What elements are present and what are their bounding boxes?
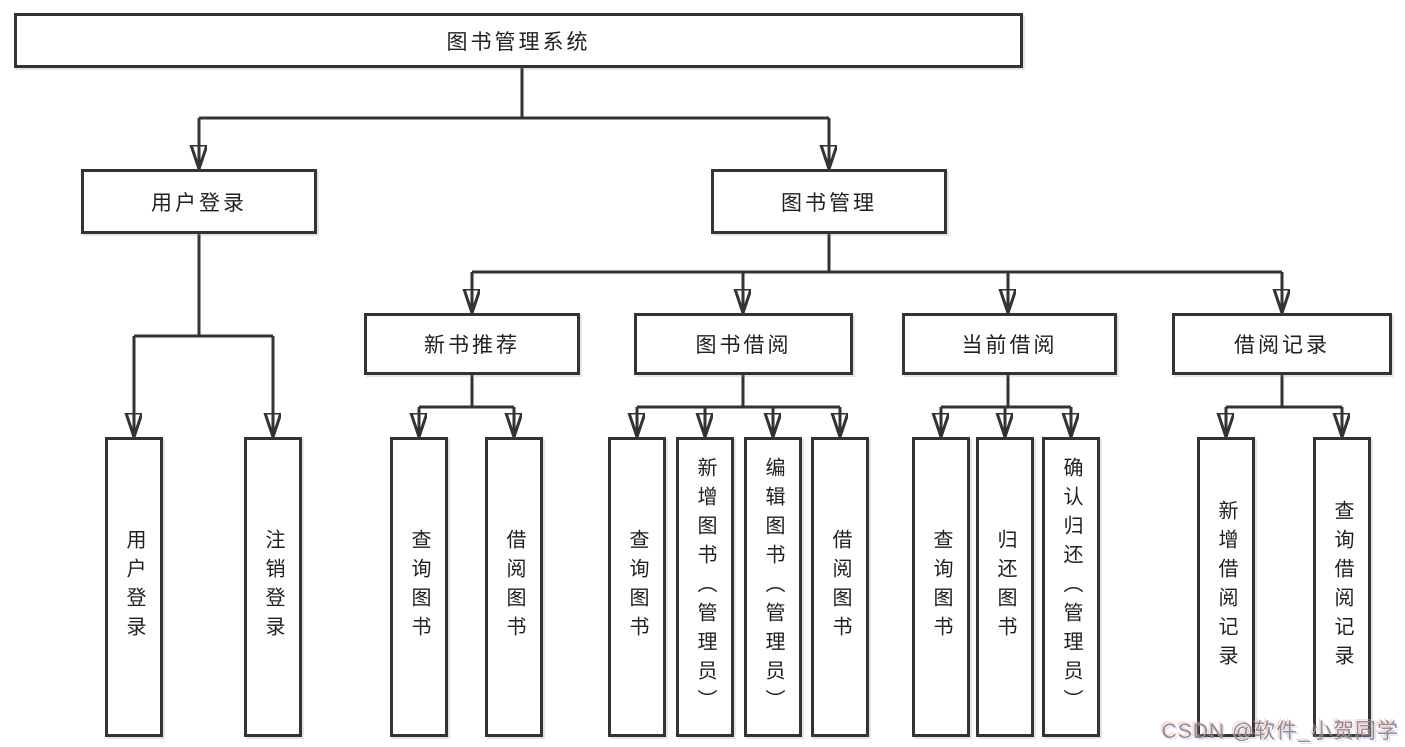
- leaf-borrow-books: 借阅图书: [811, 437, 869, 737]
- node-current-borrow: 当前借阅: [902, 313, 1117, 375]
- leaf-label: 查询图书: [408, 529, 430, 645]
- leaf-confirm-return-admin: 确认归还（管理员）: [1042, 437, 1100, 737]
- leaf-label: 查询图书: [930, 529, 952, 645]
- leaf-borrow-books-recommend: 借阅图书: [485, 437, 543, 737]
- node-book-management: 图书管理: [711, 169, 947, 234]
- leaf-label: 借阅图书: [503, 529, 525, 645]
- leaf-label: 注销登录: [262, 529, 284, 645]
- leaf-label: 查询图书: [626, 529, 648, 645]
- node-user-login: 用户登录: [81, 169, 317, 234]
- csdn-watermark: CSDN @软件_小贺同学: [1161, 720, 1399, 743]
- leaf-query-books-current: 查询图书: [912, 437, 970, 737]
- node-borrow-records: 借阅记录: [1172, 313, 1392, 375]
- leaf-label: 新增借阅记录: [1215, 500, 1237, 674]
- leaf-return-books: 归还图书: [976, 437, 1034, 737]
- leaf-label: 借阅图书: [829, 529, 851, 645]
- leaf-add-books-admin: 新增图书（管理员）: [676, 437, 734, 737]
- leaf-query-borrow-record: 查询借阅记录: [1313, 437, 1371, 737]
- leaf-label: 用户登录: [123, 529, 145, 645]
- leaf-logout: 注销登录: [244, 437, 302, 737]
- leaf-label: 新增图书（管理员）: [694, 456, 716, 718]
- leaf-label: 归还图书: [994, 529, 1016, 645]
- leaf-query-books-borrow: 查询图书: [608, 437, 666, 737]
- node-book-borrow: 图书借阅: [634, 313, 853, 375]
- node-root-library-system: 图书管理系统: [14, 13, 1023, 68]
- leaf-label: 确认归还（管理员）: [1060, 456, 1082, 718]
- leaf-add-borrow-record: 新增借阅记录: [1197, 437, 1255, 737]
- node-new-book-recommend: 新书推荐: [364, 313, 580, 375]
- leaf-edit-books-admin: 编辑图书（管理员）: [744, 437, 802, 737]
- leaf-label: 查询借阅记录: [1331, 500, 1353, 674]
- leaf-query-books-recommend: 查询图书: [390, 437, 448, 737]
- leaf-label: 编辑图书（管理员）: [762, 456, 784, 718]
- leaf-user-login: 用户登录: [105, 437, 163, 737]
